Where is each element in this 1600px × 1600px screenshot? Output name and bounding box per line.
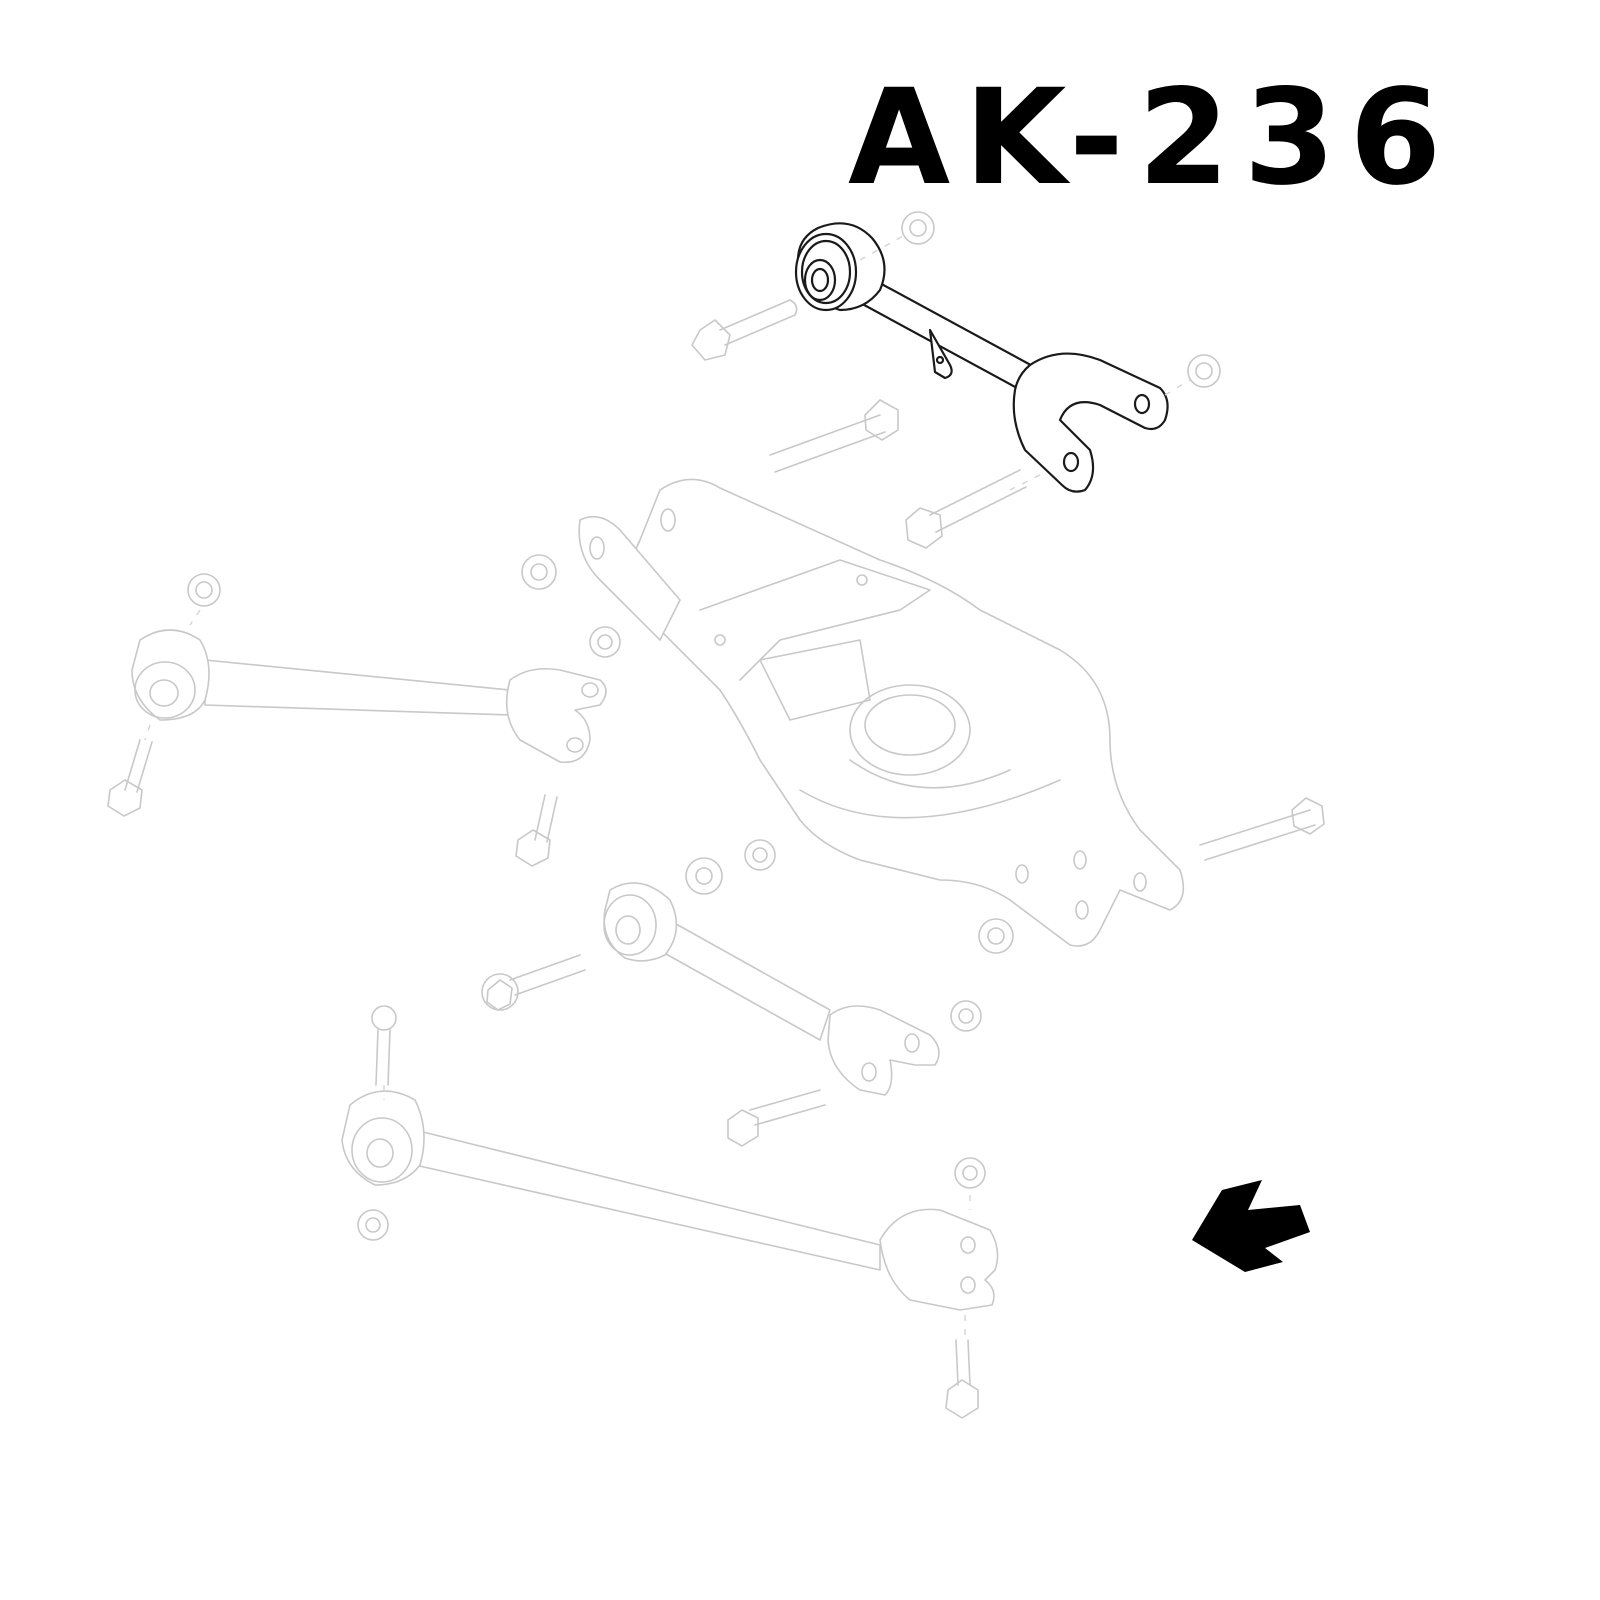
- bolt-icon: [107, 739, 153, 817]
- middle-arm: [481, 797, 1325, 1147]
- flange-nut-icon: [187, 573, 221, 607]
- highlighted-upper-arm: [794, 222, 1169, 493]
- left-lateral-arm: [107, 554, 621, 867]
- bolt-icon: [1199, 797, 1325, 861]
- flange-nut-icon: [950, 1000, 982, 1032]
- bolt-icon: [945, 1339, 979, 1419]
- bolt-icon: [515, 794, 558, 867]
- flange-nut-icon: [901, 211, 935, 245]
- flange-nut-icon: [589, 626, 621, 658]
- bolt-icon: [769, 399, 899, 473]
- direction-arrow-icon: [1192, 1180, 1310, 1272]
- flange-nut-icon: [357, 1209, 389, 1241]
- eccentric-bolt-icon: [481, 954, 586, 1011]
- lower-control-arm: [578, 478, 1185, 947]
- bolt-icon: [691, 299, 798, 361]
- upper-arm-fasteners: [691, 211, 1221, 549]
- flange-nut-icon: [744, 839, 776, 871]
- flange-nut-icon: [521, 554, 557, 590]
- bottom-long-arm: [341, 1005, 999, 1419]
- part-code-title: AK-236: [848, 61, 1456, 215]
- washer-icon: [685, 857, 723, 895]
- flange-nut-icon: [1187, 354, 1221, 388]
- bolt-icon: [727, 1089, 826, 1147]
- flange-nut-icon: [954, 1157, 986, 1189]
- bolt-icon: [371, 1005, 397, 1086]
- flange-nut-icon: [978, 918, 1014, 954]
- bolt-icon: [905, 469, 1027, 549]
